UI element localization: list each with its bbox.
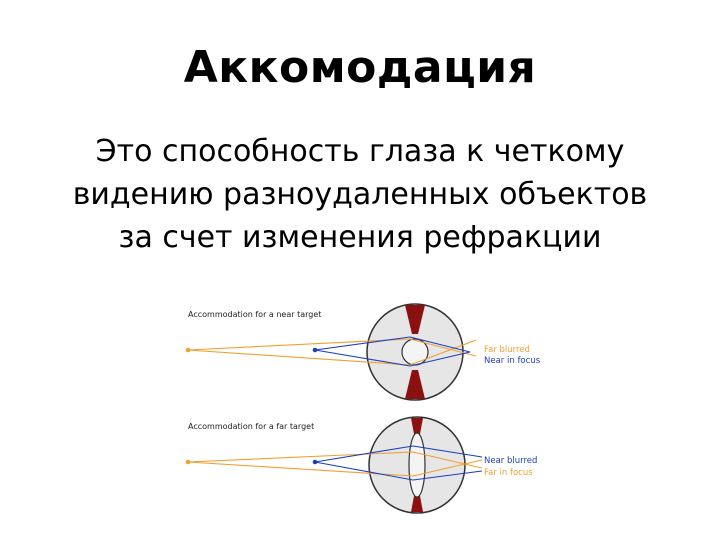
- far-label-focus: Far in focus: [484, 468, 533, 478]
- near-iris-bottom: [405, 370, 425, 399]
- slide-body: Это способность глаза к четкому видению …: [40, 130, 680, 259]
- near-near-rays: [314, 336, 471, 367]
- far-caption: Accommodation for a far target: [188, 422, 314, 431]
- body-line-3: за счет изменения рефракции: [118, 220, 602, 255]
- body-line-2: видению разноудаленных объектов: [72, 177, 648, 212]
- near-iris-top: [405, 305, 425, 334]
- far-iris-bottom: [411, 496, 423, 512]
- body-line-1: Это способность глаза к четкому: [95, 134, 625, 169]
- far-far-point: [185, 459, 191, 465]
- near-label-focus: Near in focus: [484, 356, 541, 366]
- far-label-blurred: Near blurred: [484, 456, 537, 466]
- slide-title: Аккомодация: [183, 42, 537, 93]
- far-near-point: [312, 459, 318, 465]
- near-target-panel: Accommodation for a near target: [185, 303, 541, 401]
- far-target-panel: Accommodation for a far target: [185, 416, 537, 514]
- near-caption: Accommodation for a near target: [188, 310, 321, 319]
- near-far-point: [185, 347, 191, 353]
- far-iris-top: [411, 418, 423, 434]
- far-lens: [408, 432, 426, 498]
- far-near-rays: [314, 445, 483, 481]
- near-near-point: [312, 347, 318, 353]
- near-label-blurred: Far blurred: [484, 345, 530, 355]
